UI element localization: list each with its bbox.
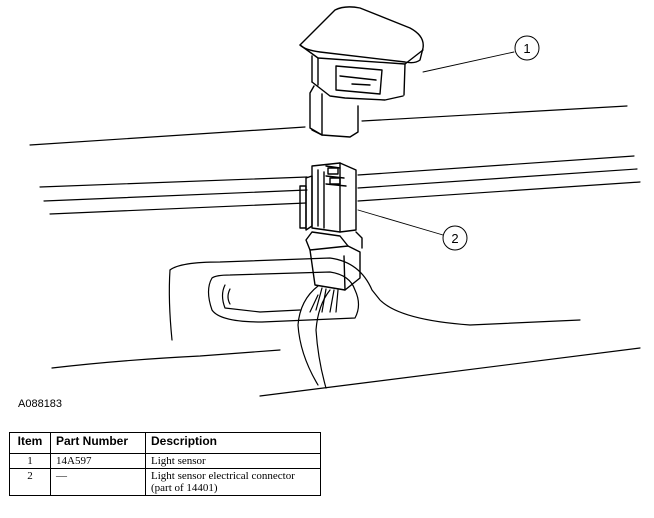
header-item: Item	[9, 432, 51, 454]
dash-line-top	[29, 126, 306, 146]
dash-line-top-right	[361, 105, 628, 122]
light-sensor-diagram: 1 2	[29, 6, 641, 397]
callout-label-2: 2	[451, 231, 458, 246]
table-row: 2 — Light sensor electrical connector (p…	[9, 468, 321, 496]
leader-line-2	[357, 209, 444, 236]
wire-harness	[297, 285, 339, 389]
dash-panel-outline	[169, 257, 581, 326]
callout-circle-1	[514, 35, 540, 61]
row-item: 1	[9, 453, 51, 469]
row-part-number: —	[50, 468, 146, 496]
dash-line-mid-3	[49, 181, 641, 215]
row-description: Light sensor	[145, 453, 321, 469]
header-description: Description	[145, 432, 321, 454]
header-part-number: Part Number	[50, 432, 146, 454]
row-part-number: 14A597	[50, 453, 146, 469]
table-header-row: Item Part Number Description	[9, 432, 321, 454]
dash-panel-bottom-right	[259, 347, 641, 397]
callout-label-1: 1	[523, 41, 530, 56]
figure-id: A088183	[18, 398, 63, 410]
parts-table: Item Part Number Description 1 14A597 Li…	[9, 432, 321, 496]
row-description: Light sensor electrical connector (part …	[145, 468, 321, 496]
table-row: 1 14A597 Light sensor	[9, 453, 321, 469]
dash-line-mid-1	[39, 155, 635, 188]
dash-line-mid-2	[43, 168, 638, 202]
dash-opening-inner	[221, 284, 301, 313]
dash-panel-bottom	[51, 349, 281, 369]
sensor-connector	[299, 162, 363, 291]
leader-line-1	[422, 51, 515, 73]
callout-circle-2	[442, 225, 468, 251]
dash-opening-outer	[207, 271, 360, 323]
dash-panel-lower	[168, 269, 173, 341]
row-item: 2	[9, 468, 51, 496]
light-sensor	[299, 6, 424, 138]
